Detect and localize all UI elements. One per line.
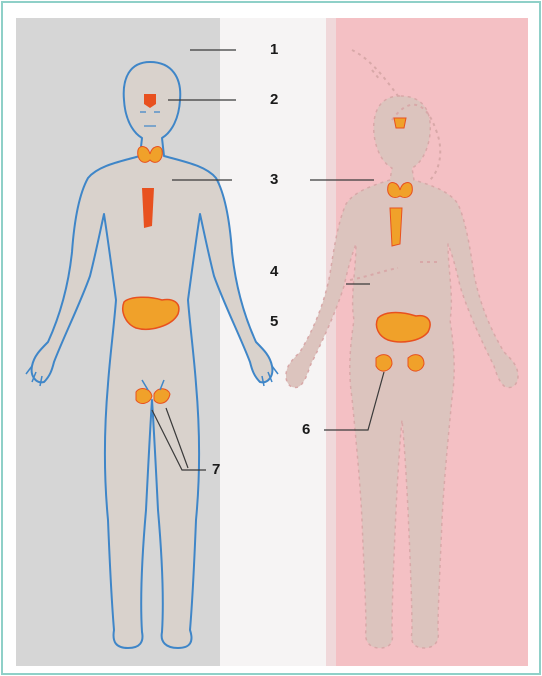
label-1: 1 [270, 41, 278, 58]
female-thymus-gland [390, 208, 402, 246]
label-5: 5 [270, 313, 278, 330]
label-3: 3 [270, 171, 278, 188]
female-pituitary-gland [394, 118, 406, 128]
label-6: 6 [302, 421, 310, 438]
female-right-ovary [408, 355, 424, 371]
female-pancreas [376, 313, 430, 342]
label-4: 4 [270, 263, 279, 280]
male-thymus-gland [142, 188, 154, 228]
female-left-ovary [376, 355, 392, 371]
label-7: 7 [212, 461, 220, 478]
label-2: 2 [270, 91, 278, 108]
